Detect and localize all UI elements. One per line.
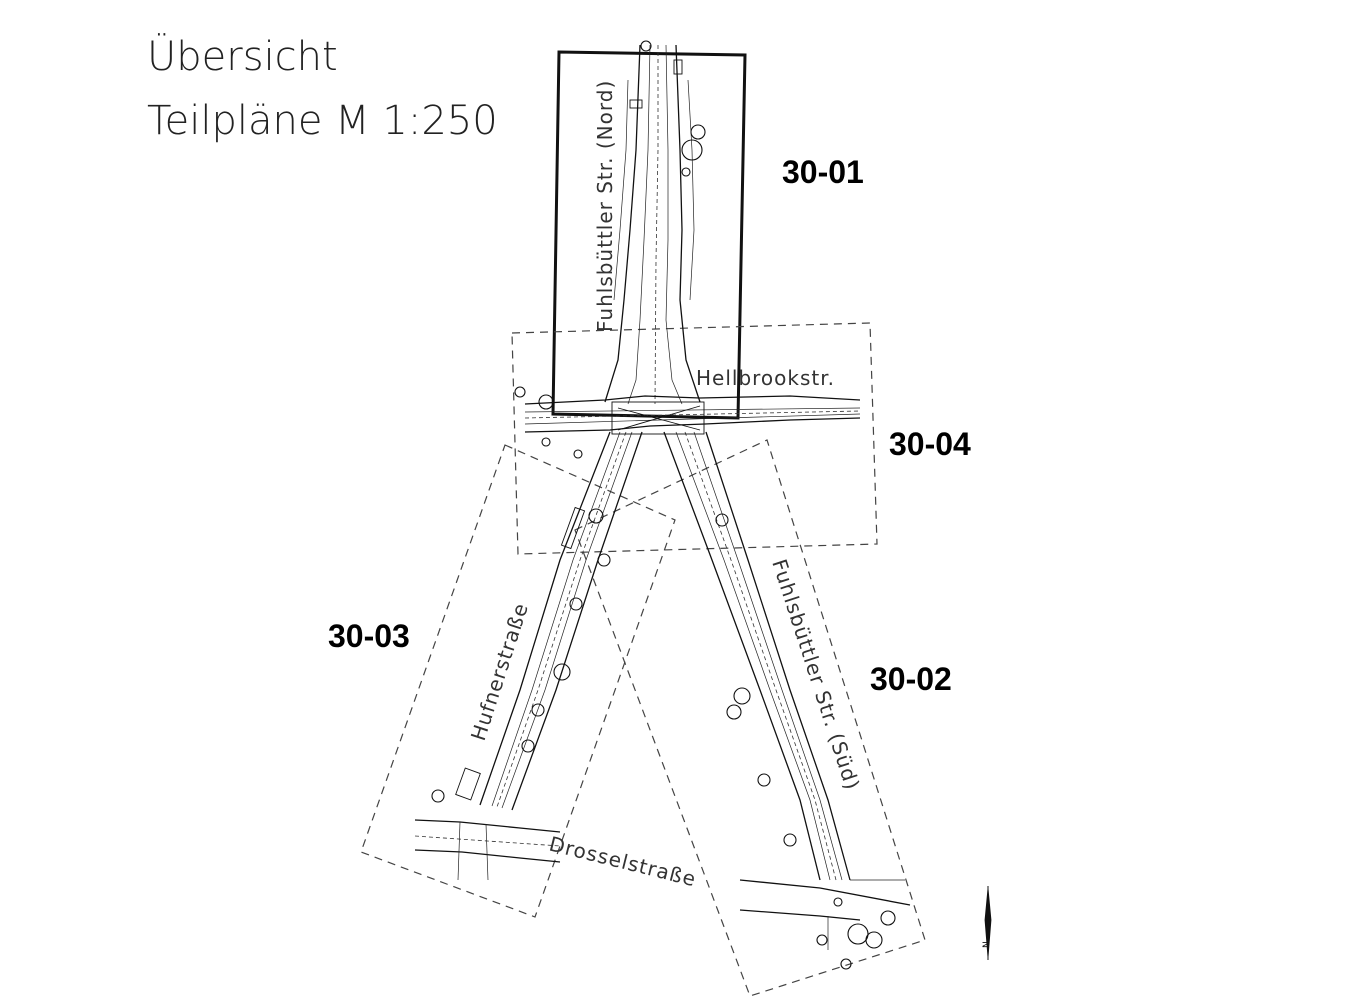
street-fuhlsbuettler-nord: Fuhlsbüttler Str. (Nord) [593,80,617,332]
street-fuhlsbuettler-sued: Fuhlsbüttler Str. (Süd) [767,556,864,793]
sheet-label-30-03: 30-03 [328,618,410,654]
frame-30-03[interactable] [360,444,676,918]
north-arrow-icon: N [982,886,992,960]
title-subplans-scale: Teilpläne M 1:250 [147,98,498,144]
frame-30-04[interactable] [511,322,878,555]
sheet-label-30-04: 30-04 [889,426,971,462]
frame-30-01[interactable] [551,50,747,420]
sheet-label-30-02: 30-02 [870,661,952,697]
title-overview: Übersicht [147,32,338,80]
street-drosselstrasse: Drosselstraße [547,832,699,892]
sheet-label-30-01: 30-01 [782,154,864,190]
trees-and-details [431,40,896,970]
north-arrow-label: N [982,941,992,948]
sheet-frames [360,50,926,997]
street-hellbrookstrasse: Hellbrookstr. [696,366,835,390]
street-hufnerstrasse: Hufnerstraße [466,600,533,744]
frame-30-02[interactable] [574,439,926,997]
road-network [414,44,911,950]
